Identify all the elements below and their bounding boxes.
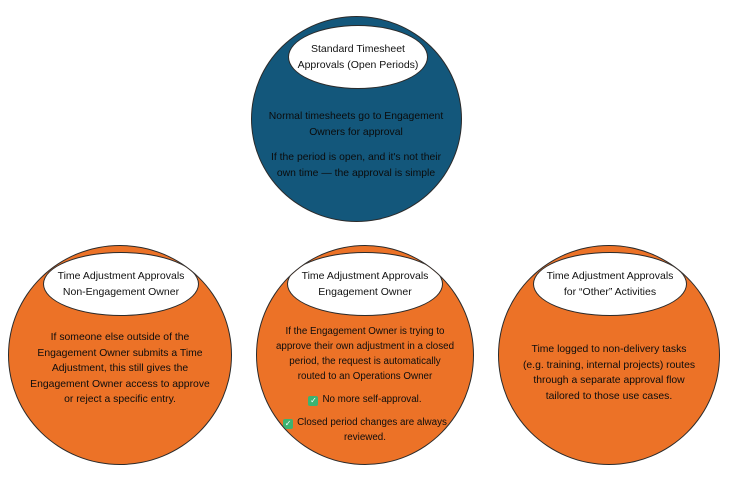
non-engagement-line1: If someone else outside of the (50, 332, 190, 343)
other-line3: through a separate approval flow (533, 375, 685, 386)
other-title-line2: for “Other” Activities (563, 286, 657, 298)
other-line2: (e.g. training, internal projects) route… (522, 359, 696, 371)
engagement-line3: period, the request is automatically (289, 356, 441, 367)
standard-approvals-caption: Standard Timesheet Approvals (Open Perio… (288, 25, 428, 89)
engagement-check1: No more self-approval. (322, 394, 422, 405)
standard-title-line2: Approvals (Open Periods) (297, 59, 419, 71)
engagement-owner-body: If the Engagement Owner is trying to app… (257, 324, 473, 445)
other-title-line1: Time Adjustment Approvals (546, 270, 674, 282)
standard-approvals-body: Normal timesheets go to Engagement Owner… (252, 109, 460, 191)
non-engagement-line2: Engagement Owner submits a Time (37, 347, 203, 359)
standard-para2-line2: own time — the approval is simple (276, 167, 436, 179)
other-activities-circle: Time Adjustment Approvals for “Other” Ac… (498, 245, 720, 465)
non-engagement-owner-circle: Time Adjustment Approvals Non-Engagement… (8, 245, 232, 465)
engagement-line4: routed to an Operations Owner (297, 371, 433, 382)
other-line1: Time logged to non-delivery tasks (531, 344, 687, 355)
other-line4: tailored to those use cases. (545, 390, 673, 402)
non-engagement-line3: Adjustment, this still gives the (51, 363, 189, 374)
engagement-line1: If the Engagement Owner is trying to (285, 326, 445, 337)
non-engagement-title-line1: Time Adjustment Approvals (57, 270, 185, 282)
other-activities-body: Time logged to non-delivery tasks (e.g. … (499, 342, 719, 404)
standard-para2-line1: If the period is open, and it's not thei… (270, 152, 442, 163)
non-engagement-owner-caption: Time Adjustment Approvals Non-Engagement… (43, 252, 199, 316)
standard-title-line1: Standard Timesheet (311, 43, 405, 55)
engagement-check2-line2: reviewed. (344, 432, 386, 443)
standard-para1-line2: Owners for approval (309, 126, 403, 138)
engagement-owner-caption: Time Adjustment Approvals Engagement Own… (287, 252, 443, 316)
non-engagement-title-line2: Non-Engagement Owner (62, 286, 180, 298)
standard-para1-line1: Normal timesheets go to Engagement (268, 111, 444, 122)
standard-approvals-circle: Standard Timesheet Approvals (Open Perio… (251, 16, 462, 222)
engagement-title-line1: Time Adjustment Approvals (301, 270, 429, 282)
non-engagement-line4: Engagement Owner access to approve (30, 378, 210, 390)
non-engagement-line5: or reject a specific entry. (64, 394, 176, 405)
non-engagement-owner-body: If someone else outside of the Engagemen… (9, 330, 231, 408)
check-mark-icon: ✓ (283, 419, 294, 429)
other-activities-caption: Time Adjustment Approvals for “Other” Ac… (533, 252, 687, 316)
engagement-check2-line1: Closed period changes are always (297, 417, 447, 428)
check-mark-icon: ✓ (308, 396, 319, 406)
engagement-line2: approve their own adjustment in a closed (275, 341, 455, 352)
engagement-owner-circle: Time Adjustment Approvals Engagement Own… (256, 245, 474, 465)
engagement-title-line2: Engagement Owner (318, 286, 412, 298)
